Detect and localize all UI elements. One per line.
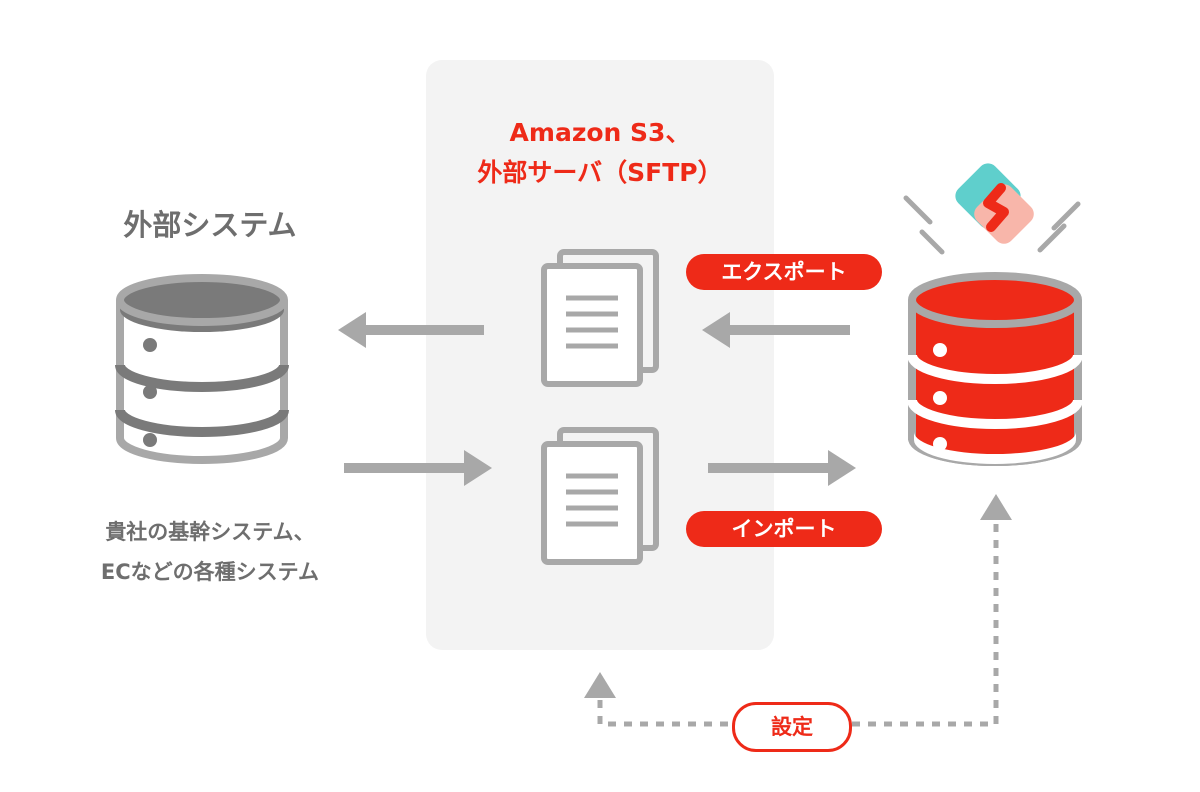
- settings-connector-right: [852, 494, 1012, 727]
- external-desc-line2: ECなどの各種システム: [100, 560, 320, 584]
- external-desc-line1: 貴社の基幹システム、: [105, 520, 315, 544]
- app-database-icon: [907, 272, 1083, 466]
- export-label: エクスポート: [686, 254, 882, 290]
- app-logo-icon: [955, 163, 1034, 244]
- import-label: インポート: [686, 511, 882, 547]
- export-arrow-to-external-icon: [338, 312, 484, 348]
- document-stack-icon: [541, 249, 659, 387]
- storage-title-line1: Amazon S3、: [509, 118, 691, 147]
- external-database-icon: [115, 274, 289, 464]
- settings-button[interactable]: 設定: [732, 702, 852, 752]
- external-system-title: 外部システム: [123, 208, 297, 242]
- import-arrow-to-app-icon: [708, 450, 856, 486]
- import-arrow-to-storage-icon: [344, 450, 492, 486]
- logo-accent-lines-icon: [903, 195, 1081, 255]
- document-stack-icon: [541, 427, 659, 565]
- storage-title-line2: 外部サーバ（SFTP）: [477, 158, 723, 187]
- export-arrow-to-storage-icon: [702, 312, 850, 348]
- storage-title: Amazon S3、 外部サーバ（SFTP）: [426, 113, 774, 193]
- external-system-description: 貴社の基幹システム、 ECなどの各種システム: [60, 512, 360, 592]
- settings-connector-left: [584, 672, 728, 727]
